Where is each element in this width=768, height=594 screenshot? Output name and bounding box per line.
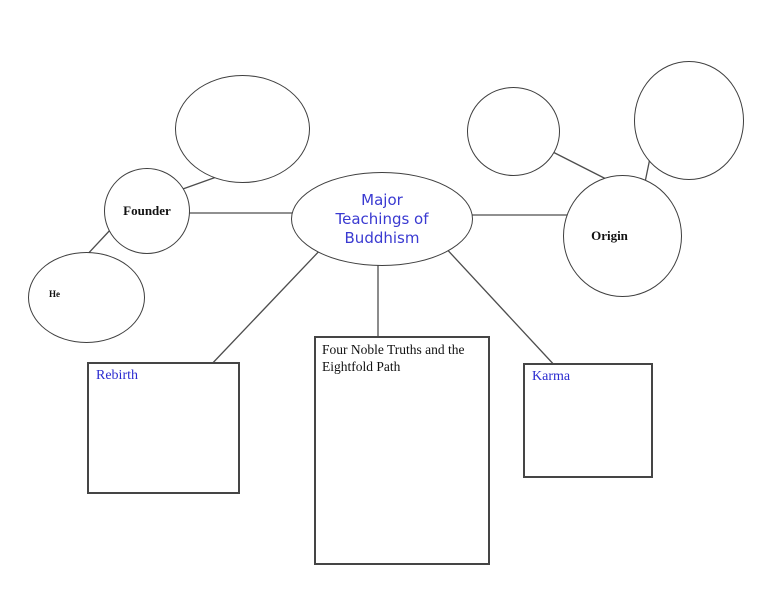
node-origin[interactable]: Origin [563, 175, 682, 297]
main-topic-line-3: Buddhism [344, 228, 420, 247]
four-noble-truths-line-2: Eightfold Path [322, 359, 401, 374]
connector-center-karma [441, 243, 558, 369]
founder-label: Founder [123, 203, 171, 218]
node-four-noble-truths[interactable]: Four Noble Truths and the Eightfold Path [314, 336, 490, 565]
connector-smallcircle-origin [542, 146, 613, 183]
main-topic-line-2: Teachings of [335, 209, 429, 228]
four-noble-truths-label: Four Noble Truths and the Eightfold Path [316, 338, 488, 375]
empty-ellipse-top-left[interactable] [175, 75, 310, 183]
empty-circle-top-right-small[interactable] [467, 87, 560, 176]
he-label: He [49, 289, 60, 299]
node-rebirth[interactable]: Rebirth [87, 362, 240, 494]
karma-label: Karma [532, 369, 571, 384]
node-karma[interactable]: Karma [523, 363, 653, 478]
origin-label: Origin [591, 228, 628, 243]
main-topic-line-1: Major [361, 190, 403, 209]
node-main-topic[interactable]: Major Teachings of Buddhism [291, 172, 473, 266]
node-he[interactable]: He [28, 252, 145, 343]
empty-ellipse-top-right-large[interactable] [634, 61, 744, 180]
node-founder[interactable]: Founder [104, 168, 190, 254]
rebirth-label: Rebirth [96, 368, 138, 383]
connector-center-rebirth [207, 245, 325, 369]
four-noble-truths-line-1: Four Noble Truths and the [322, 342, 465, 357]
